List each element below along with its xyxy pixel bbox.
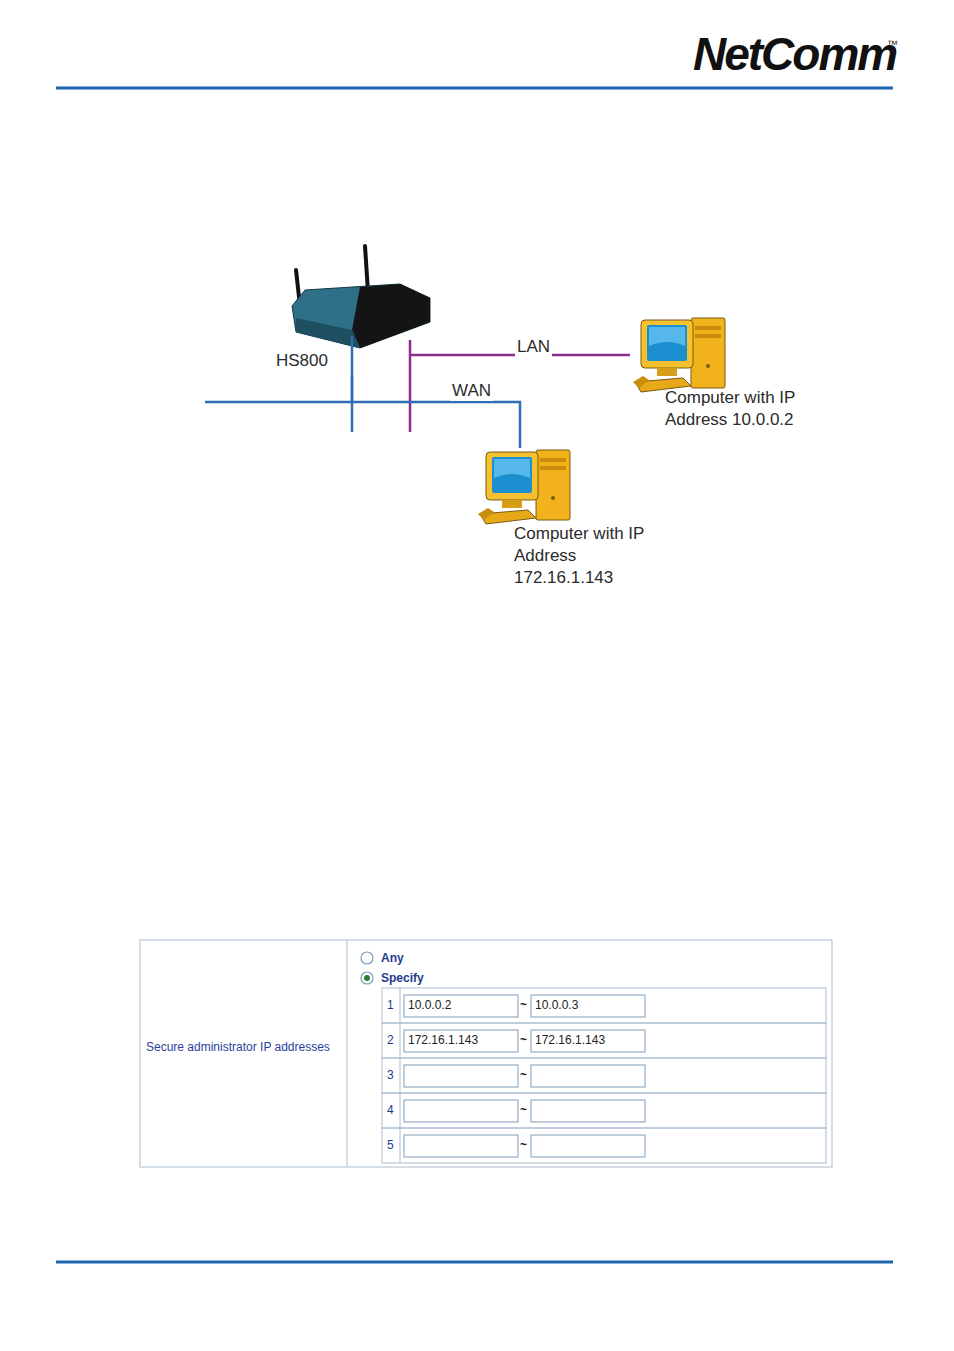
computer-node: Computer with IP Address 10.0.0.2 [630, 315, 805, 447]
table-row [382, 1058, 826, 1093]
router-top [352, 284, 430, 348]
computer-icon [633, 318, 725, 392]
footer-rule [56, 1261, 893, 1264]
range-separator: ~ [520, 1103, 527, 1117]
lan-wire [410, 354, 436, 357]
input-field [404, 1065, 518, 1087]
router-node: HS800 [272, 245, 436, 376]
range-separator: ~ [520, 1033, 527, 1047]
row-number: 1 [387, 998, 394, 1012]
input-field [531, 1065, 645, 1087]
trademark: ™ [887, 38, 898, 50]
row-number: 4 [387, 1103, 394, 1117]
link-label: WAN [450, 381, 493, 401]
radio-label: Any [381, 951, 404, 965]
table-cell-line [400, 1058, 401, 1093]
table-row [382, 1128, 826, 1163]
table-cell-line [400, 988, 401, 1023]
ip-value: 10.0.0.2 [408, 998, 451, 1012]
computer-label: Computer with IP Address 172.16.1.143 [514, 523, 646, 589]
field-label: Secure administrator IP addresses [146, 1039, 336, 1055]
antenna [365, 246, 368, 292]
router-body [292, 284, 430, 348]
table-row [382, 1093, 826, 1128]
header-rule [56, 87, 893, 90]
table-row [382, 988, 826, 1023]
range-separator: ~ [520, 1138, 527, 1152]
ip-value: 172.16.1.143 [535, 1033, 605, 1047]
radio-button [361, 952, 373, 964]
input-field [531, 1030, 645, 1052]
range-separator: ~ [520, 1068, 527, 1082]
row-number: 5 [387, 1138, 394, 1152]
wan-wire [205, 401, 352, 404]
input-field [404, 995, 518, 1017]
table-cell-line [400, 1128, 401, 1163]
table-border [140, 940, 832, 1167]
computer-node: Computer with IP Address 172.16.1.143 [476, 448, 651, 593]
link-label: LAN [515, 337, 552, 357]
table-cell-line [400, 1023, 401, 1058]
ip-value: 10.0.0.3 [535, 998, 578, 1012]
input-field [531, 1135, 645, 1157]
device-label: HS800 [276, 350, 356, 372]
row-number: 2 [387, 1033, 394, 1047]
input-field [531, 995, 645, 1017]
computer-label: Computer with IP Address 10.0.0.2 [665, 387, 797, 431]
row-number: 3 [387, 1068, 394, 1082]
router-illustration [292, 246, 430, 348]
input-field [404, 1135, 518, 1157]
range-separator: ~ [520, 998, 527, 1012]
router-stand [351, 336, 353, 340]
table-divider [347, 940, 348, 1167]
input-field [404, 1100, 518, 1122]
table-cell-line [400, 1093, 401, 1128]
router-front [296, 318, 360, 348]
radio-dot [364, 975, 370, 981]
settings-table [140, 940, 832, 1167]
radio-button [361, 972, 373, 984]
wan-connector [352, 376, 520, 448]
table-row [382, 1023, 826, 1058]
computer-icon [478, 450, 570, 524]
input-field [404, 1030, 518, 1052]
radio-label: Specify [381, 971, 424, 985]
input-field [531, 1100, 645, 1122]
brand-logo: NetComm [693, 28, 896, 80]
ip-value: 172.16.1.143 [408, 1033, 478, 1047]
